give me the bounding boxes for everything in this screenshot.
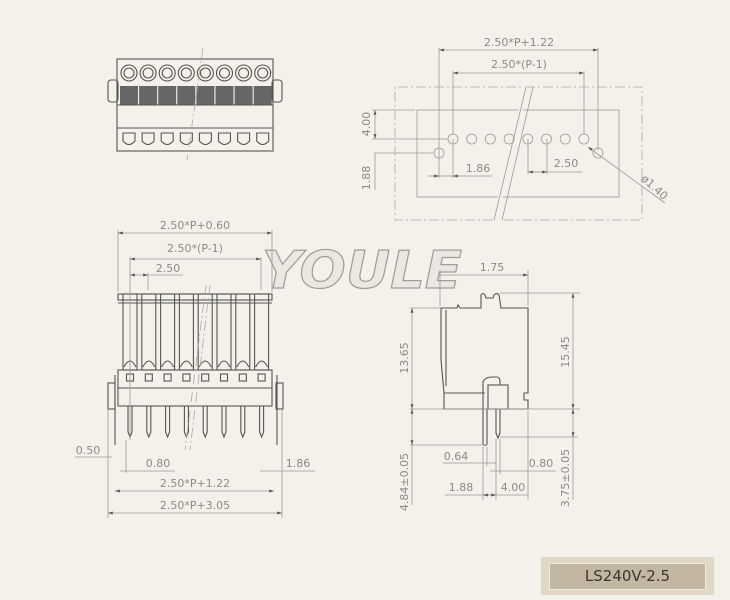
- terminal-column: [141, 293, 157, 371]
- clamp-block: [196, 86, 215, 105]
- test-window: [144, 373, 153, 382]
- screw-head-inner: [180, 67, 192, 79]
- wire-entry: [198, 132, 212, 146]
- pcb-hole: [503, 133, 515, 145]
- dim-overall: 2.50*P+1.22: [484, 36, 554, 49]
- screw-head-inner: [218, 67, 231, 79]
- dim-side: 1.86: [286, 457, 311, 470]
- screw-head-inner: [142, 67, 154, 79]
- wire-opening: [255, 360, 269, 368]
- dim-pin-long: 4.84±0.05: [398, 453, 411, 511]
- clamp-block: [253, 86, 272, 105]
- terminal-column: [160, 293, 176, 371]
- wire-opening: [217, 360, 231, 368]
- clamp-block: [120, 86, 138, 105]
- pcb-hole: [578, 133, 590, 145]
- test-window: [201, 373, 210, 382]
- screw-head: [254, 64, 272, 82]
- test-window: [182, 373, 191, 382]
- pcb-hole: [541, 133, 552, 145]
- wire-entry: [122, 132, 136, 146]
- screw-head-inner: [199, 67, 211, 79]
- dim-pin-span: 2.50*P+1.22: [160, 477, 230, 490]
- wire-entry: [217, 132, 232, 146]
- plug-top-view: [107, 47, 283, 161]
- pin: [183, 406, 189, 439]
- dim-span: 2.50*(P-1): [167, 242, 223, 255]
- screw-head: [139, 64, 157, 82]
- screw-head-inner: [123, 67, 135, 79]
- screw-head: [196, 64, 214, 82]
- dim-top: 1.75: [480, 261, 505, 274]
- terminal-column: [216, 293, 232, 371]
- dim-body-height: 13.65: [398, 342, 411, 374]
- dim-pin-width: 0.64: [444, 450, 469, 463]
- clamp-block: [158, 86, 177, 105]
- front-view: 2.50*P+0.60 2.50*(P-1) 2.50 0.50 0.80 1.…: [75, 219, 315, 518]
- pcb-hole: [559, 133, 571, 145]
- watermark-logo: YOULE: [262, 241, 462, 301]
- wire-opening: [161, 360, 175, 368]
- side-view: 1.75 13.65 15.45 4.84±0.05 3.75±0.05 0.6…: [398, 261, 580, 511]
- dim-edge-offset: 1.88: [360, 166, 373, 191]
- dim-tab: 0.50: [76, 444, 101, 457]
- clamp-block: [177, 86, 196, 105]
- dim-pitch-front: 2.50: [156, 262, 181, 275]
- screw-head: [177, 64, 195, 82]
- dim-pin: 0.80: [146, 457, 171, 470]
- wire-opening: [179, 360, 193, 368]
- dim-depth: 4.00: [501, 481, 526, 494]
- dim-pitch: 2.50: [554, 157, 579, 170]
- test-window: [219, 373, 229, 382]
- terminal-column: [178, 293, 194, 371]
- wire-entry: [179, 132, 193, 146]
- dim-row-offset: 4.00: [360, 112, 373, 137]
- screw-head: [235, 64, 253, 82]
- wire-opening: [142, 360, 156, 368]
- test-window: [163, 373, 172, 382]
- dim-hole-span: 2.50*(P-1): [491, 58, 547, 71]
- clamp-block: [139, 86, 158, 105]
- dim-offset: 1.88: [449, 481, 474, 494]
- test-window: [238, 373, 247, 382]
- pcb-hole: [466, 133, 478, 145]
- terminal-column: [254, 293, 270, 371]
- screw-head-inner: [257, 67, 269, 79]
- wire-entry: [160, 132, 174, 146]
- screw-head: [120, 64, 138, 82]
- wire-entry: [237, 132, 251, 146]
- screw-head-inner: [238, 67, 250, 79]
- wire-entry: [141, 132, 155, 146]
- pcb-layout-view: 2.50*P+1.22 2.50*(P-1) 4.00 1.88 1.86 2.…: [360, 36, 670, 221]
- screw-head-inner: [161, 67, 173, 79]
- terminal-column: [197, 293, 213, 371]
- pin: [146, 406, 152, 439]
- screw-head: [158, 64, 176, 82]
- model-label: LS240V-2.5: [549, 563, 706, 590]
- pin: [240, 406, 246, 439]
- dim-pin-short: 3.75±0.05: [559, 449, 572, 507]
- test-window: [257, 373, 266, 382]
- wire-entry: [256, 132, 270, 146]
- dim-width: 2.50*P+0.60: [160, 219, 230, 232]
- dim-pin-width-2: 0.80: [529, 457, 554, 470]
- screw-head: [215, 64, 234, 82]
- pin: [259, 406, 265, 439]
- dim-total-height: 15.45: [559, 336, 572, 368]
- dim-overall-front: 2.50*P+3.05: [160, 499, 230, 512]
- pin: [202, 406, 208, 439]
- clamp-block: [215, 86, 234, 105]
- pcb-hole: [484, 133, 496, 145]
- terminal-column: [235, 293, 251, 371]
- pin: [221, 406, 227, 439]
- pin: [165, 406, 171, 439]
- dim-offset-pitch: 1.86: [466, 162, 491, 175]
- clamp-block: [234, 86, 253, 105]
- wire-opening: [236, 360, 250, 368]
